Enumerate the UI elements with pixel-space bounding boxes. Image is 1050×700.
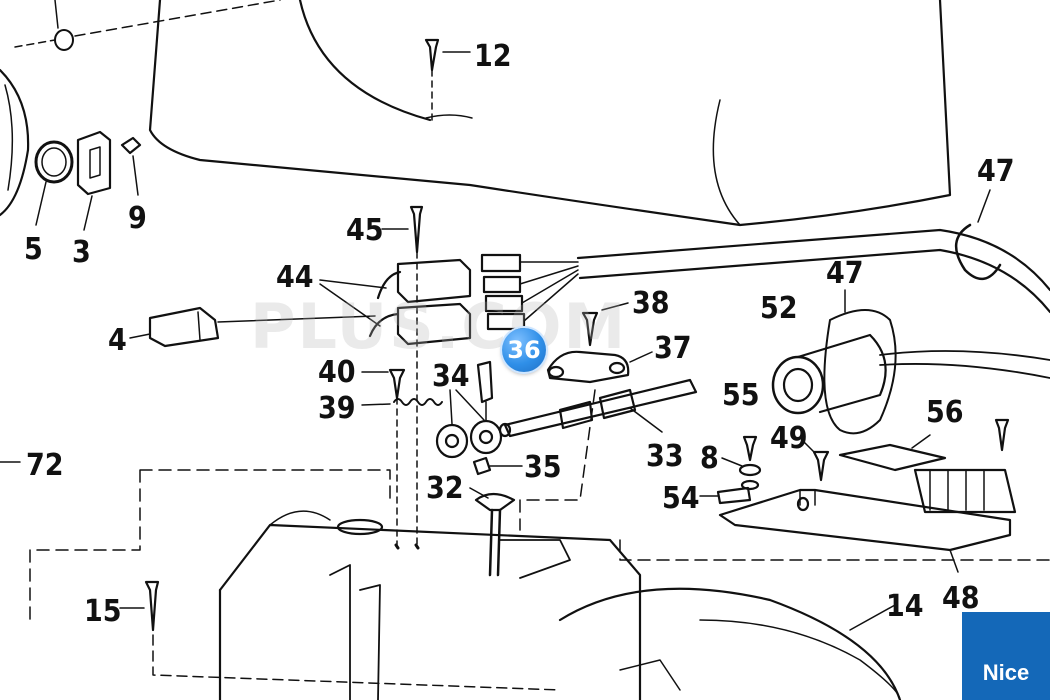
cover [148,0,952,227]
label-15: 15 [84,594,122,629]
label-33: 33 [646,439,684,474]
label-39: 39 [318,391,356,426]
label-49: 49 [770,421,808,456]
label-35: 35 [524,450,562,485]
label-34: 34 [432,359,470,394]
label-54: 54 [662,481,700,516]
label-4: 4 [108,323,127,358]
label-14: 14 [886,589,924,624]
label-48: 48 [942,581,980,616]
label-3: 3 [72,235,91,270]
label-12: 12 [474,39,512,74]
part-36-hotspot[interactable]: 36 [502,328,546,372]
label-32: 32 [426,471,464,506]
label-52: 52 [760,291,798,326]
label-5: 5 [24,232,43,267]
label-72: 72 [26,448,64,483]
label-45: 45 [346,213,384,248]
brand-logo: Nice [962,612,1050,700]
part-labels: 5 3 9 12 45 44 47 47 4 52 38 37 40 34 39… [24,39,1015,629]
label-8: 8 [700,441,719,476]
label-9: 9 [128,201,147,236]
label-47-ring: 47 [826,256,864,291]
label-55: 55 [722,378,760,413]
label-47-clip: 47 [977,154,1015,189]
label-44: 44 [276,260,314,295]
label-56: 56 [926,395,964,430]
label-40: 40 [318,355,356,390]
label-38: 38 [632,286,670,321]
label-37: 37 [654,331,692,366]
